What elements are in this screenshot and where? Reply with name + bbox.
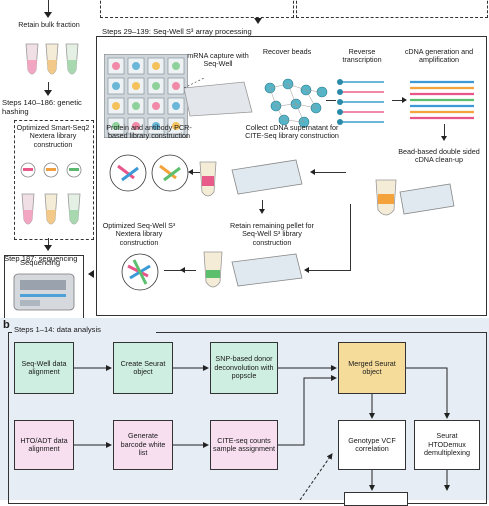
arrow-rt-to-cdna — [392, 100, 404, 101]
seqwell-alignment-box: Seq-Well data alignment — [14, 342, 74, 394]
array-cell — [112, 102, 120, 110]
top-dashed-box-left — [100, 0, 294, 18]
arrowhead-collect-down — [259, 209, 265, 214]
hashing-tubes — [18, 160, 88, 234]
array-cell — [172, 102, 180, 110]
arrow-left-to-sequencing — [88, 270, 94, 278]
seqwell-library-circle — [120, 252, 160, 292]
sequencing-label: Sequencing — [20, 258, 61, 267]
right-horizontal-line — [306, 270, 351, 271]
arrow-to-protein — [192, 172, 200, 173]
reverse-transcription-label: Reverse transcription — [342, 47, 382, 65]
left-line-3 — [48, 238, 49, 250]
recover-beads-label: Recover beads — [262, 47, 312, 56]
arrow-into-array-box — [254, 18, 262, 24]
collect-cdna-label: Collect cDNA supernatant for CITE-Seq li… — [245, 123, 339, 141]
supernatant-tube-plate — [196, 142, 306, 200]
array-cell — [152, 102, 160, 110]
cdna-generation-label: cDNA generation and amplification — [404, 47, 474, 65]
arrow-down-2 — [44, 90, 52, 96]
array-cell — [152, 122, 160, 130]
array-cell — [172, 122, 180, 130]
array-slide-icon — [184, 78, 254, 118]
array-cell — [172, 82, 180, 90]
arrow-down-3 — [44, 245, 52, 251]
cleanup-tube-plate — [346, 176, 456, 226]
array-cell — [112, 62, 120, 70]
panel-b-header: Steps 1–14: data analysis — [12, 325, 156, 334]
protein-antibody-label: Protein and antibody PCR-based library c… — [106, 123, 192, 141]
beads-cluster-icon — [258, 74, 332, 130]
array-processing-header: Steps 29–139: Seq-Well S³ array processi… — [100, 27, 364, 36]
array-cell — [132, 102, 140, 110]
array-cell — [152, 82, 160, 90]
merged-seurat-box: Merged Seurat object — [338, 342, 406, 394]
array-cell — [112, 82, 120, 90]
genotype-vcf-box: Genotype VCF correlation — [338, 420, 406, 470]
genetic-hashing-dashed-box — [14, 120, 94, 240]
left-column-top-line — [48, 0, 49, 14]
array-cell — [172, 62, 180, 70]
array-cell — [152, 62, 160, 70]
panel-b-letter: b — [3, 319, 10, 331]
array-cell — [132, 122, 140, 130]
steps-140-186-label: Steps 140–186: genetic hashing — [2, 98, 82, 116]
optimized-smartseq2-label: Optimized Smart-Seq2 Nextera library con… — [16, 123, 90, 149]
barcode-whitelist-box: Generate barcode white list — [113, 420, 173, 470]
top-dashed-box-right — [296, 0, 488, 18]
protein-library-circles — [108, 152, 190, 194]
retain-bulk-label: Retain bulk fraction — [18, 20, 80, 29]
pellet-tube-plate — [196, 246, 306, 296]
arrowhead-to-protein — [188, 169, 193, 175]
arrowhead-cdna-down — [441, 136, 447, 141]
array-cell — [112, 122, 120, 130]
reverse-transcription-icon — [336, 74, 388, 130]
array-cell — [132, 62, 140, 70]
create-seurat-box: Create Seurat object — [113, 342, 173, 394]
tube-row-1 — [22, 42, 82, 80]
step-187-label: Step 187: sequencing — [4, 254, 78, 263]
arrow-cdna-down — [444, 124, 445, 138]
retain-pellet-label: Retain remaining pellet for Seq-Well S³ … — [230, 221, 314, 247]
arrow-beads-to-rt — [326, 100, 336, 101]
seqwell-array-icon — [104, 54, 188, 138]
bead-based-label: Bead-based double sided cDNA clean-up — [398, 147, 480, 165]
arrowhead-rt-to-cdna — [402, 97, 407, 103]
arrowhead-to-pellet — [304, 267, 309, 273]
sequencer-machine-icon — [12, 270, 78, 314]
snp-donor-box: SNP-based donor deconvolution with popsc… — [210, 342, 278, 394]
array-cell — [132, 82, 140, 90]
mrna-capture-label: mRNA capture with Seq-Well — [187, 51, 249, 69]
hto-adt-box: HTO/ADT data alignment — [14, 420, 74, 470]
cdna-amplification-icon — [408, 76, 476, 122]
right-vertical-line — [350, 204, 351, 270]
arrow-cleanup-to-collect — [312, 172, 346, 173]
arrowhead-cleanup-to-collect — [310, 169, 315, 175]
array-processing-box — [96, 36, 487, 316]
arrowhead-pellet-to-seqwell — [180, 267, 185, 273]
seurat-htodemux-box: Seurat HTODemux demultiplexing — [414, 420, 480, 470]
left-line-2 — [48, 82, 49, 92]
arrow-down-1 — [44, 12, 52, 18]
arrow-collect-down — [262, 200, 263, 212]
optimized-seqwell-label: Optimized Seq-Well S³ Nextera library co… — [102, 221, 176, 247]
citeseq-counts-box: CITE-seq counts sample assignment — [210, 420, 278, 470]
